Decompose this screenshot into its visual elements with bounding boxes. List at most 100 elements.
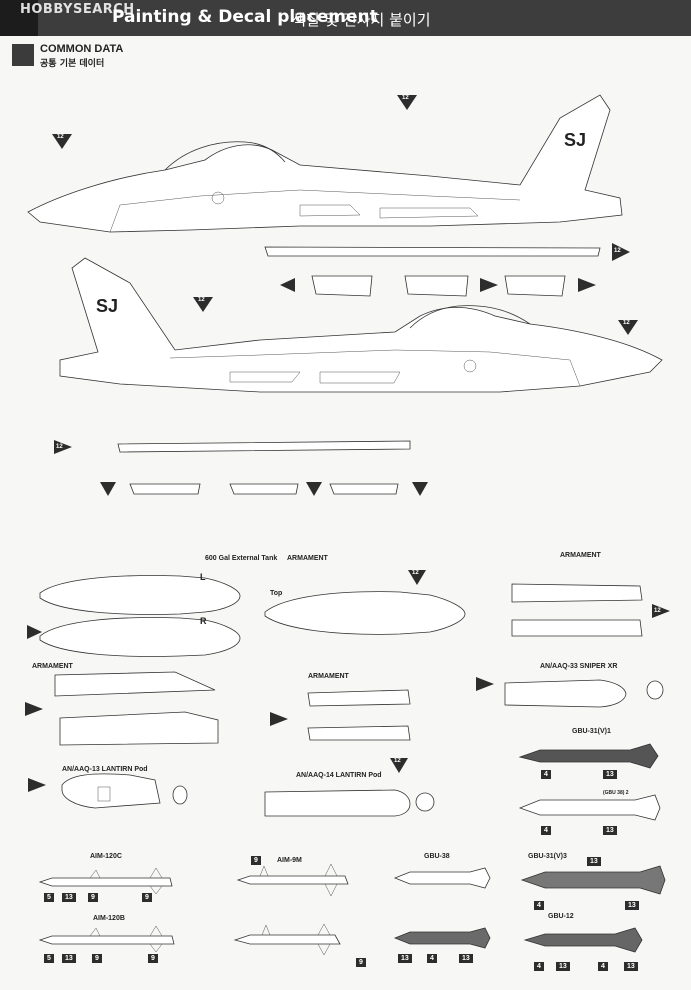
callout-4: 4 <box>541 770 551 779</box>
callout-13: 13 <box>459 954 473 963</box>
sniper-label: AN/AAQ-33 SNIPER XR <box>540 663 618 670</box>
callout-9: 9 <box>88 893 98 902</box>
gbu31v1-label: GBU-31(V)1 <box>572 728 611 735</box>
callout-triangle-12-k <box>306 482 322 496</box>
callout-9: 9 <box>356 958 366 967</box>
aircraft-side-view-top <box>27 94 623 233</box>
section-subtitle: 공통 기본 데이터 <box>40 59 105 69</box>
callout-label-12: 12 <box>56 444 63 450</box>
callout-triangle-12-d <box>193 297 213 312</box>
callout-label-12: 12 <box>412 570 419 576</box>
gbu31v3-label: GBU-31(V)3 <box>528 853 567 860</box>
armament-label-right: ARMAMENT <box>560 552 601 559</box>
callout-triangle-12-i <box>54 440 72 454</box>
right-tank-mark: R <box>200 616 207 626</box>
gbu12-bomb <box>523 927 643 953</box>
callout-label-12: 12 <box>57 134 64 140</box>
page-title: Painting & Decal placement <box>112 7 378 27</box>
callout-triangle-12-j <box>100 482 116 496</box>
callout-4: 4 <box>534 901 544 910</box>
callout-triangle-12-m <box>408 570 426 585</box>
aim9m-missile <box>236 863 349 897</box>
callout-9: 9 <box>148 954 158 963</box>
armament-label-top: ARMAMENT <box>287 555 328 562</box>
callout-13: 13 <box>62 954 76 963</box>
aim120c-label: AIM-120C <box>90 853 122 860</box>
gbu38-label: GBU-38 <box>424 853 450 860</box>
callout-13: 13 <box>603 826 617 835</box>
callout-13: 13 <box>556 962 570 971</box>
callout-13: 13 <box>625 901 639 910</box>
tank-label: 600 Gal External Tank <box>205 555 278 562</box>
callout-13: 13 <box>587 857 601 866</box>
callout-9: 9 <box>142 893 152 902</box>
callout-13: 13 <box>62 893 76 902</box>
aim120b-missile <box>38 925 175 953</box>
section-title: COMMON DATA <box>40 43 124 55</box>
callout-triangle-12-c <box>612 243 630 261</box>
callout-5: 5 <box>44 893 54 902</box>
callout-triangle-12-q <box>270 712 288 726</box>
aircraft-side-view-bottom <box>59 257 663 393</box>
armament-label-mid: ARMAMENT <box>308 673 349 680</box>
top-label: Top <box>270 590 283 597</box>
aim9-missile-bottom <box>233 923 341 956</box>
armament-pylons <box>54 583 643 746</box>
gbu-bomb-center-bottom <box>393 927 491 949</box>
callout-triangle-12-t <box>390 758 408 773</box>
callout-label-12: 12 <box>654 608 661 614</box>
page-title-korean: 색칠 및 전사지 붙이기 <box>292 11 431 29</box>
callout-triangle-12-b <box>52 134 72 149</box>
callout-label-12: 12 <box>394 758 401 764</box>
lantirn14-label: AN/AAQ-14 LANTIRN Pod <box>296 772 382 779</box>
callout-label-12: 12 <box>623 320 630 326</box>
armament-label-left: ARMAMENT <box>32 663 73 670</box>
gbu38-bomb-center <box>393 867 491 889</box>
sj-tail-code-top: SJ <box>564 130 587 150</box>
callout-triangle-12-a <box>397 95 417 110</box>
callout-9: 9 <box>92 954 102 963</box>
gbu31v1-bomb <box>518 743 659 769</box>
callout-4: 4 <box>598 962 608 971</box>
page-header: HOBBYSEARCH Painting & Decal placement 색… <box>0 0 691 36</box>
callout-9: 9 <box>251 856 261 865</box>
callout-triangle-12-p <box>25 702 43 716</box>
lantirn14-pod <box>264 789 435 817</box>
callout-triangle-12-r <box>476 677 494 691</box>
callout-label-12: 12 <box>402 95 409 101</box>
callout-4: 4 <box>534 962 544 971</box>
left-tank-mark: L <box>200 572 206 582</box>
sj-tail-code-bottom: SJ <box>96 296 119 316</box>
callout-4: 4 <box>541 826 551 835</box>
callout-triangle-12-e <box>618 320 638 335</box>
header-badge <box>0 0 38 36</box>
callout-triangle-12-s <box>28 778 46 792</box>
aim9m-label: AIM-9M <box>277 857 302 864</box>
section-marker <box>12 44 34 66</box>
callout-triangle-12-f <box>280 278 295 292</box>
callout-triangle-12-g <box>480 278 498 292</box>
callout-label-12: 12 <box>198 297 205 303</box>
callout-13: 13 <box>398 954 412 963</box>
pylon-strips-bottom <box>117 440 411 495</box>
callout-5: 5 <box>44 954 54 963</box>
aim120c-missile <box>38 867 173 895</box>
pylon-strips-top <box>264 246 601 297</box>
callout-13: 13 <box>624 962 638 971</box>
lantirn13-pod <box>61 773 188 809</box>
lantirn13-label: AN/AAQ-13 LANTIRN Pod <box>62 766 148 773</box>
callout-13: 13 <box>603 770 617 779</box>
gbu38-bomb-right <box>518 794 661 821</box>
callout-4: 4 <box>427 954 437 963</box>
aim120b-label: AIM-120B <box>93 915 125 922</box>
gbu12-label: GBU-12 <box>548 913 574 920</box>
callout-label-12: 12 <box>614 248 621 254</box>
sniper-pod <box>504 679 664 708</box>
callout-triangle-12-h <box>578 278 596 292</box>
callout-triangle-12-o <box>652 604 670 618</box>
callout-triangle-12-l <box>412 482 428 496</box>
watermark-logo: HOBBYSEARCH <box>20 2 135 17</box>
gbu31v3-bomb <box>520 865 666 895</box>
external-tanks <box>39 575 466 657</box>
